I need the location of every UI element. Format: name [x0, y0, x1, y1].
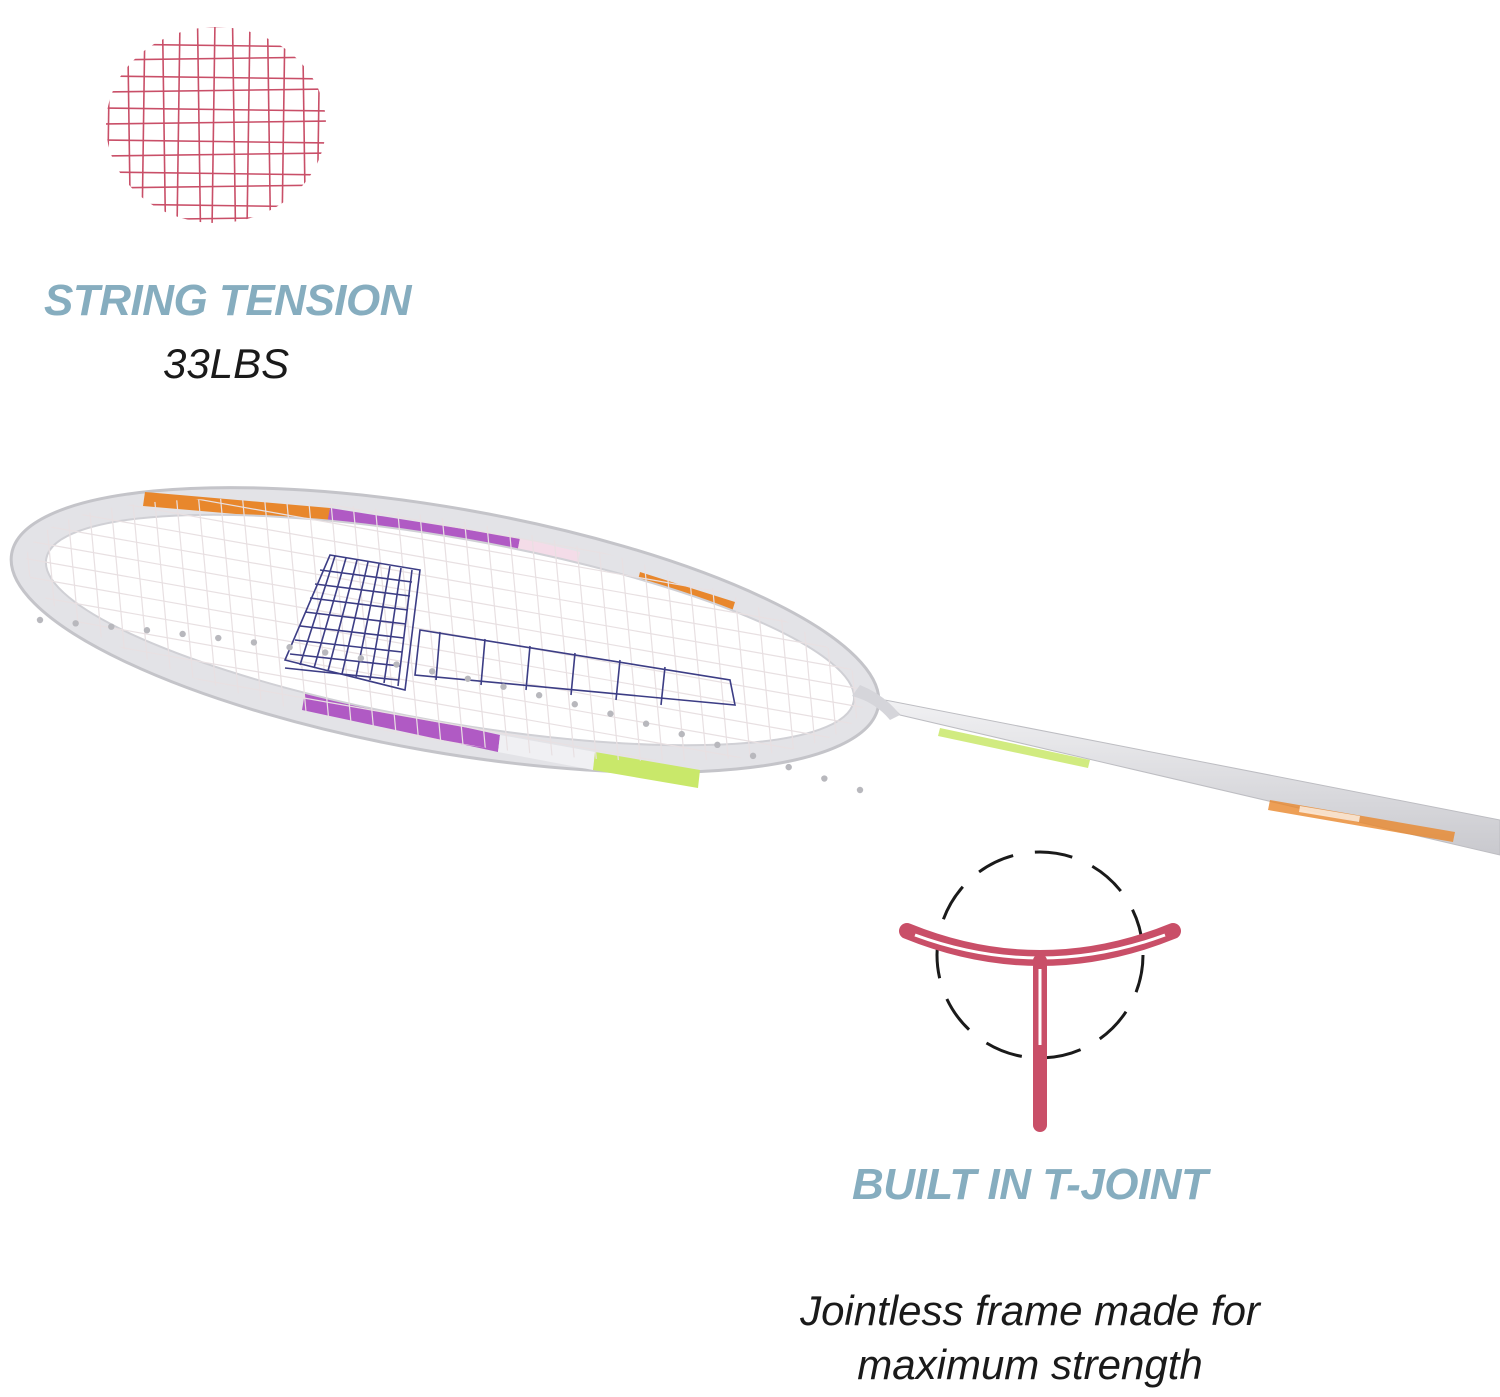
t-joint-description: Jointless frame made for maximum strengt…: [800, 1287, 1260, 1388]
racket-head: [7, 470, 900, 813]
string-mesh-icon: [106, 27, 326, 223]
racket-shaft: [883, 699, 1500, 856]
string-logo-icon: [283, 554, 736, 706]
string-tension-value: 33LBS: [163, 340, 290, 387]
badminton-racket-image: [7, 470, 1500, 856]
string-tension-title: STRING TENSION: [44, 276, 412, 325]
t-joint-title: BUILT IN T-JOINT: [852, 1160, 1208, 1209]
t-joint-icon: [899, 850, 1181, 1132]
